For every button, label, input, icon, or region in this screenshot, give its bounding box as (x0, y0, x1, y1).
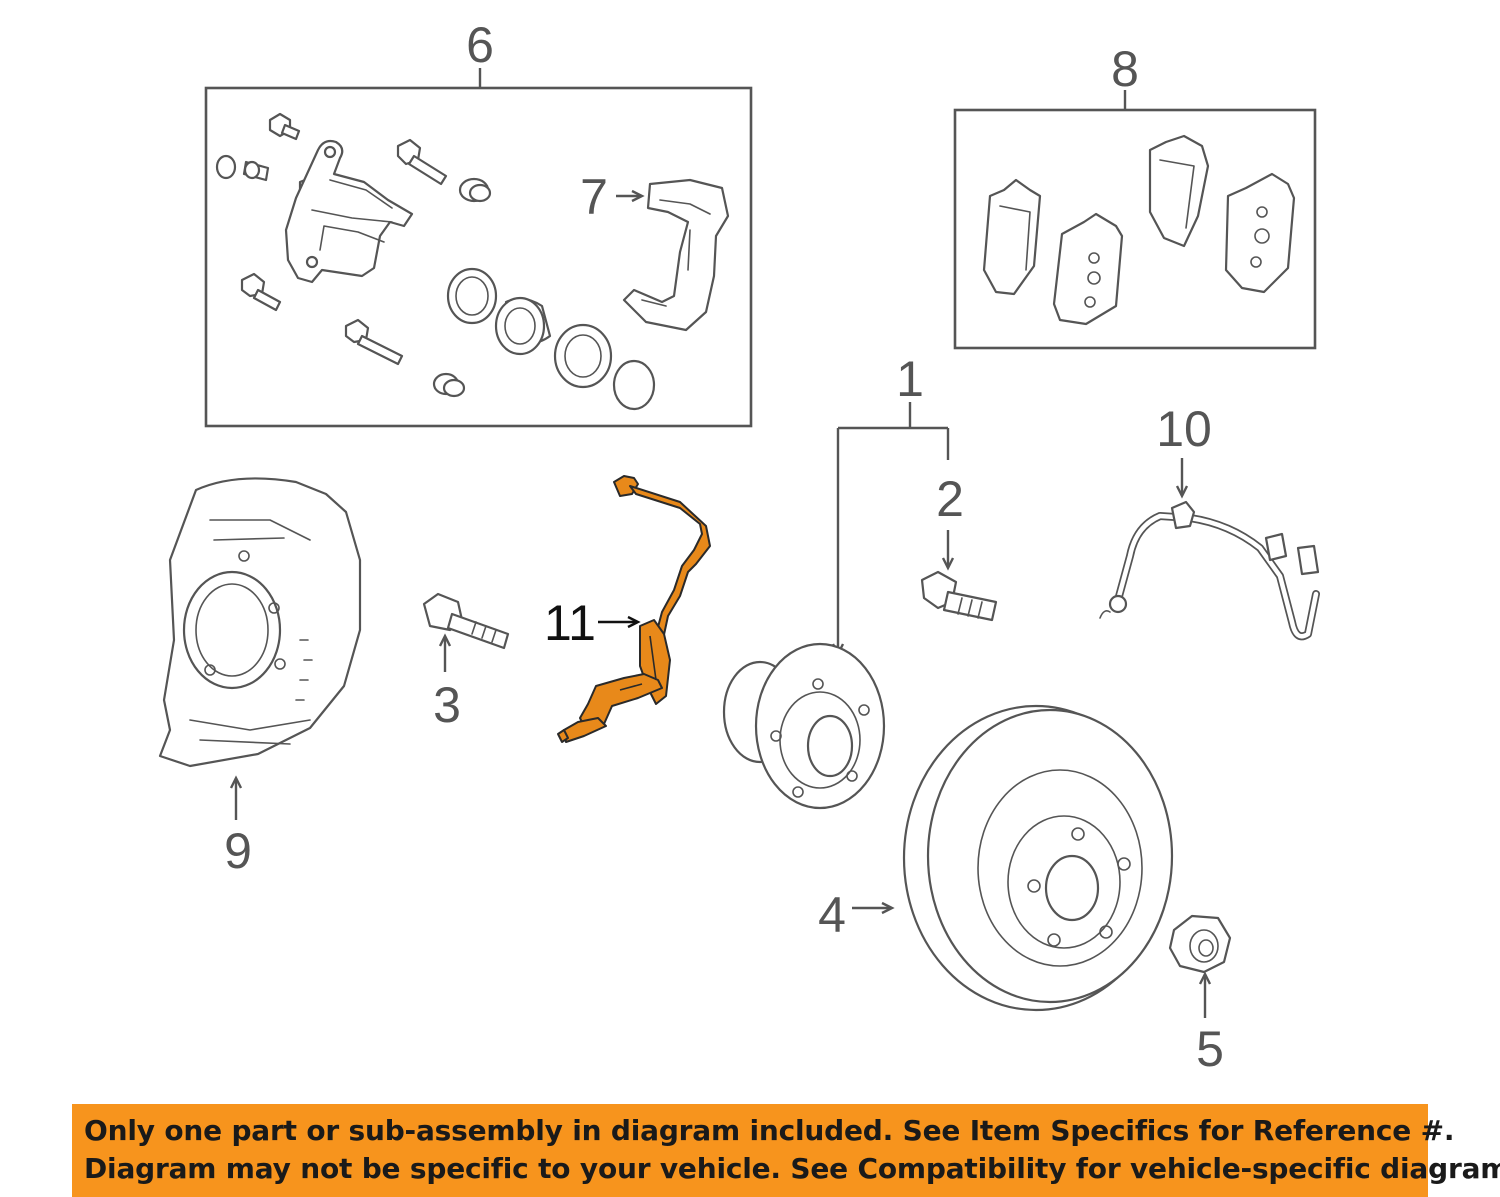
disclaimer-line-2: Diagram may not be specific to your vehi… (84, 1152, 1500, 1185)
brake-pad-3 (1148, 134, 1210, 248)
piston-seal (446, 267, 498, 325)
callout-10: 10 (1156, 401, 1212, 457)
caliper-bleeder-cap (215, 154, 270, 182)
callout-8: 8 (1111, 41, 1139, 97)
callout-5: 5 (1196, 1021, 1224, 1077)
caliper-assembly-box (204, 86, 753, 428)
lug-nut (1168, 914, 1232, 974)
disclaimer-line-1: Only one part or sub-assembly in diagram… (84, 1114, 1455, 1147)
caliper-body (284, 139, 414, 284)
caliper-boot-1 (458, 177, 492, 203)
piston-ring (612, 359, 656, 411)
disclaimer-banner: Only one part or sub-assembly in diagram… (72, 1104, 1500, 1197)
wheel-stud (920, 570, 998, 622)
callout-11: 11 (544, 595, 596, 651)
dust-shield (158, 477, 362, 768)
mounting-bolt (422, 592, 510, 650)
brake-pad-2 (1052, 212, 1124, 326)
callout-4: 4 (818, 887, 846, 943)
brake-pads-box (953, 108, 1317, 350)
wheel-hub (722, 642, 886, 810)
brake-rotor (902, 704, 1174, 1012)
caliper-piston (494, 296, 552, 356)
brake-pad-1 (982, 178, 1042, 296)
caliper-bolt-1 (268, 112, 301, 141)
piston-boot (553, 323, 613, 389)
caliper-boot-2 (432, 372, 466, 398)
callout-9: 9 (224, 823, 252, 879)
abs-speed-sensor (557, 475, 711, 743)
caliper-bracket (622, 178, 730, 332)
brake-hose (1099, 500, 1320, 641)
brake-pad-4 (1224, 172, 1296, 294)
caliper-assembly-group: 6 (204, 17, 753, 428)
callout-2: 2 (936, 471, 964, 527)
caliper-pin-2 (344, 318, 404, 366)
callout-1: 1 (896, 351, 924, 407)
brake-pads-group: 8 (953, 41, 1317, 350)
callout-6: 6 (466, 17, 494, 73)
callout-7: 7 (580, 169, 608, 225)
caliper-bolt-3 (240, 272, 282, 312)
callout-3: 3 (433, 677, 461, 733)
caliper-pin-1 (396, 138, 448, 186)
